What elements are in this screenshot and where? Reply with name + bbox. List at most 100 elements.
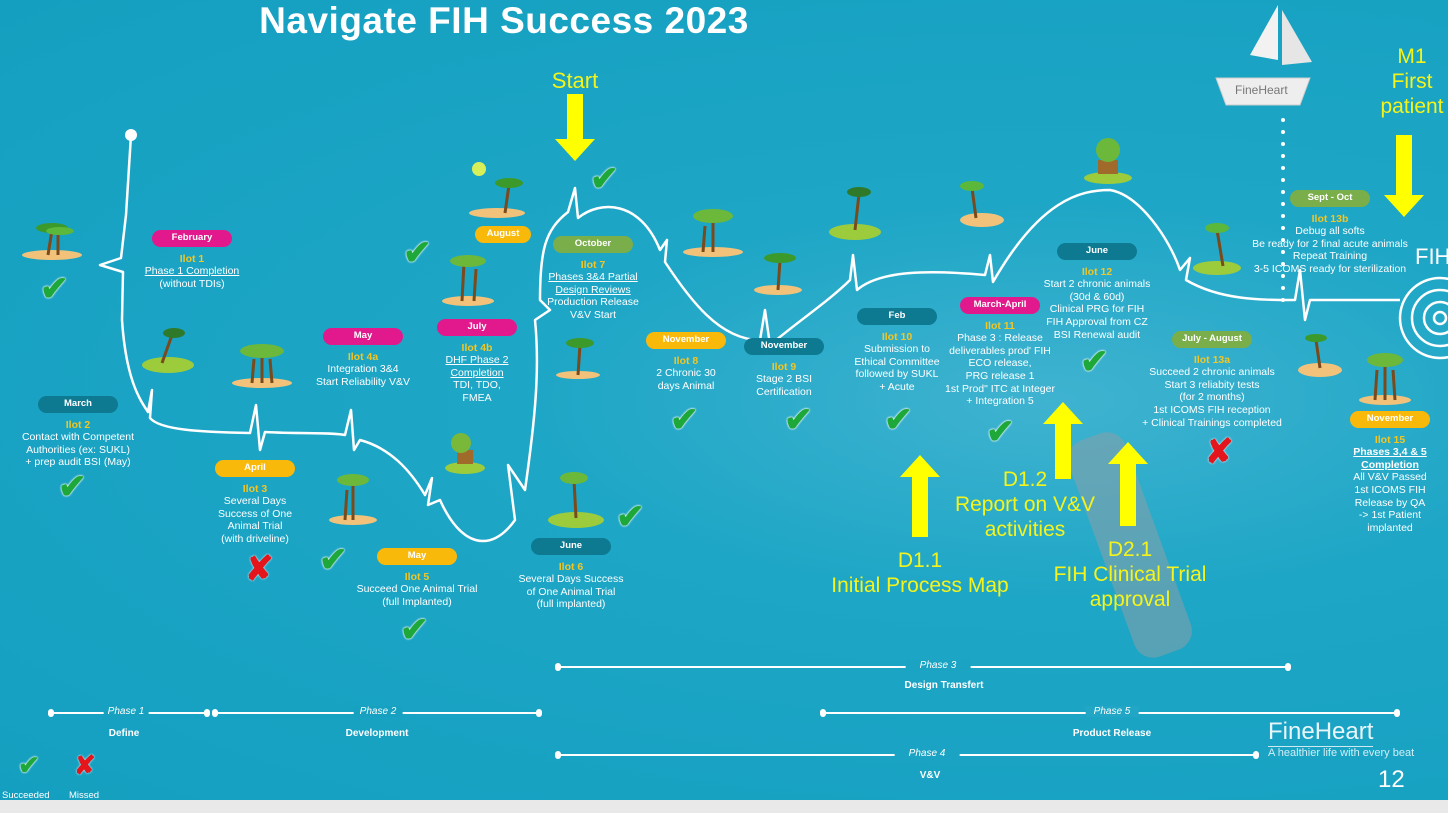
check-icon: ✔	[1080, 343, 1109, 381]
milestone-text: (with driveline)	[221, 532, 289, 545]
milestone-text: Several Days Success	[518, 573, 624, 586]
fineheart-logo: FineHeart	[1268, 718, 1374, 747]
month-badge: June	[1057, 243, 1137, 260]
month-badge: Feb	[857, 308, 937, 325]
ilot-title: Ilot 4b	[461, 341, 493, 354]
legend-x-icon: ✘	[74, 750, 96, 780]
milestone-text: 1st ICOMS FIH	[1354, 483, 1426, 496]
ilot-title: Ilot 4a	[347, 350, 379, 363]
check-icon: ✔	[40, 270, 69, 308]
ilot-title: Ilot 11	[985, 319, 1015, 332]
m1-first-label: First	[1391, 70, 1433, 93]
milestone-text: Design Reviews	[555, 283, 631, 296]
deliverable-code: D2.1	[1107, 538, 1153, 561]
icoms-device-image	[1068, 432, 1192, 658]
milestone-text: Completion	[1361, 458, 1419, 471]
ilot-title: Ilot 1	[179, 252, 205, 265]
deliverable-text: Initial Process Map	[831, 574, 1009, 597]
phase-label: Phase 3	[905, 660, 971, 671]
milestone-text: ECO release,	[968, 357, 1032, 370]
ilot-title: Ilot 9	[771, 360, 797, 373]
ilot-title: Ilot 10	[881, 330, 913, 343]
month-badge: July	[437, 319, 517, 336]
milestone-text: Succeed One Animal Trial	[356, 583, 478, 596]
milestone-text: + Acute	[879, 380, 915, 393]
ilot-title: Ilot 6	[558, 560, 584, 573]
deliverable-code: D1.1	[897, 549, 943, 572]
page-title: Navigate FIH Success 2023	[259, 0, 749, 41]
month-badge: November	[744, 338, 824, 355]
month-badge: July - August	[1172, 331, 1252, 348]
milestone-text: TDI, TDO,	[453, 379, 501, 392]
month-badge: May	[323, 328, 403, 345]
milestone-text: Completion	[450, 366, 504, 379]
phase-label: Phase 2	[353, 706, 403, 717]
missed-x-icon: ✘	[245, 550, 274, 588]
month-badge: March-April	[960, 297, 1040, 314]
deliverable-text: approval	[1089, 588, 1171, 611]
start-label: Start	[551, 68, 599, 93]
milestone-text: Start 3 reliabity tests	[1164, 378, 1260, 391]
milestone-text: Submission to	[864, 343, 930, 356]
milestone-text: FIH Approval from CZ	[1046, 315, 1148, 328]
milestone-text: Repeat Training	[1292, 250, 1368, 263]
milestone-text: Production Release	[547, 296, 639, 309]
milestone-text: (full implanted)	[536, 598, 606, 611]
ilot-title: Ilot 12	[1081, 265, 1113, 278]
milestone-text: Stage 2 BSI	[755, 373, 813, 386]
month-badge: April	[215, 460, 295, 477]
island-icons	[22, 138, 1411, 528]
milestone-text: Phases 3&4 Partial	[548, 271, 638, 284]
month-badge: August	[475, 226, 531, 243]
month-badge: February	[152, 230, 232, 247]
milestone-text: Integration 3&4	[327, 363, 399, 376]
ilot-title: Ilot 13b	[1311, 212, 1349, 225]
month-badge: November	[646, 332, 726, 349]
phase-name: Define	[108, 728, 140, 739]
month-badge: Sept - Oct	[1290, 190, 1370, 207]
milestone-text: Certification	[756, 385, 812, 398]
milestone-text: + Clinical Trainings completed	[1142, 416, 1282, 429]
milestone-text: Debug all softs	[1295, 225, 1365, 238]
milestone-text: PRG release 1	[965, 369, 1035, 382]
milestone-text: 1st Prod" ITC at Integer	[945, 382, 1055, 395]
check-icon: ✔	[670, 401, 699, 439]
fih-label: FIH	[1415, 244, 1448, 269]
milestone-text: Be ready for 2 final acute animals	[1252, 237, 1408, 250]
sailboat-icon	[1215, 5, 1312, 106]
ilot-title: Ilot 2	[65, 418, 91, 431]
ilot-title: Ilot 5	[404, 570, 430, 583]
arrow-up-icon	[1043, 402, 1083, 479]
legend-check-icon: ✔	[18, 750, 40, 780]
month-badge: May	[377, 548, 457, 565]
milestone-text: 2 Chronic 30	[656, 367, 716, 380]
deliverable-text: activities	[984, 518, 1066, 541]
milestone-text: + Integration 5	[966, 395, 1034, 408]
milestone-text: -> 1st Patient	[1358, 509, 1422, 522]
check-icon: ✔	[403, 234, 432, 272]
logo-tagline: A healthier life with every beat	[1268, 747, 1415, 759]
milestone-text: (30d & 60d)	[1069, 290, 1125, 303]
start-marker: Start	[548, 68, 602, 161]
arrow-up-icon	[900, 455, 940, 537]
phase-label: Phase 5	[1085, 706, 1139, 717]
month-badge: June	[531, 538, 611, 555]
m1-label: M1	[1397, 45, 1427, 68]
phase-label: Phase 4	[894, 748, 960, 759]
milestone-text: FMEA	[462, 391, 492, 404]
page-number: 12	[1378, 766, 1405, 793]
legend-missed-label: Missed	[69, 790, 100, 800]
